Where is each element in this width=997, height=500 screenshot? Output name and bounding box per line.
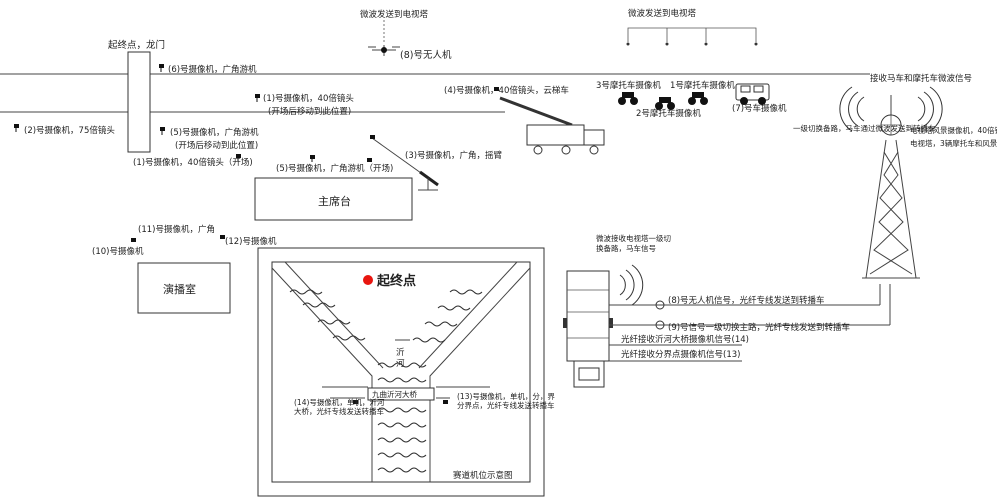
motorcycle-icon — [688, 92, 708, 105]
tower-note: 电视塔，3辆摩托车和风景机位做一级切换 — [910, 138, 997, 148]
camera-10-label: (10)号摄像机 — [92, 246, 144, 257]
camera-1-opening-label: (1)号摄像机，40倍镜头（开场) — [133, 157, 253, 168]
moto-3-label: 3号摩托车摄像机 — [596, 80, 661, 91]
camera-icon — [443, 400, 448, 404]
river-label: 沂 — [396, 347, 405, 358]
camera-1-moved-note: (开场后移动到此位置) — [268, 106, 351, 117]
camera-5-moved-note: (开场后移动到此位置) — [175, 140, 258, 151]
river-label-2: 河 — [396, 358, 405, 369]
camera-icon — [236, 154, 241, 161]
ladder-truck-icon — [499, 96, 605, 155]
moto-1-label: 1号摩托车摄像机 — [670, 80, 735, 91]
tower-camera-label: 电视塔风景摄像机，40倍镜头 — [910, 125, 997, 135]
grandstand-box — [254, 177, 413, 221]
camera-icon — [14, 124, 19, 132]
camera-icon — [131, 238, 136, 242]
camera-icon — [255, 94, 260, 102]
camera-6-label: (6)号摄像机，广角游机 — [168, 64, 257, 75]
crane-icon — [370, 135, 439, 191]
tv-tower-icon — [862, 95, 920, 279]
drone-icon — [368, 45, 400, 56]
start-finish-label: 起终点 — [376, 273, 416, 289]
signal-8-label: (8)号无人机信号，光纤专线发送到转播车 — [668, 295, 825, 306]
broadcast-truck-icon — [563, 270, 613, 388]
camera-icon — [220, 235, 225, 239]
camera-icon — [367, 158, 372, 162]
start-finish-gate — [127, 51, 151, 153]
tower-receive-label: 接收马车和摩托车微波信号 — [870, 73, 972, 84]
camera-4-label: (4)号摄像机，40倍镜头，云梯车 — [444, 85, 569, 96]
camera-3-label: (3)号摄像机，广角，摇臂 — [405, 150, 503, 161]
camera-icon — [494, 87, 499, 91]
bridge-label: 九曲沂河大桥 — [372, 389, 417, 399]
start-finish-dot — [363, 275, 373, 285]
start-finish-gate-label: 起终点，龙门 — [108, 39, 165, 51]
camera-icon — [310, 155, 315, 162]
camera-14-label-1: (14)号摄像机，单机，沂河 — [294, 397, 385, 407]
moto-microwave-label: 微波发送到电视塔 — [628, 8, 697, 19]
camera-5-opening-label: (5)号摄像机，广角游机（开场) — [276, 163, 393, 174]
moto-link-bracket — [627, 27, 757, 42]
studio-box — [137, 262, 231, 314]
wave-icon — [856, 96, 865, 122]
camera-13-label-1: (13)号摄像机，单机，分，界 — [457, 391, 555, 401]
studio-label: 演播室 — [163, 282, 196, 296]
camera-icon — [160, 127, 165, 135]
map-caption: 赛道机位示意图 — [453, 470, 513, 481]
car-icon — [735, 83, 770, 105]
camera-13-label-2: 分界点，光纤专线发送转播车 — [457, 400, 555, 410]
motorcycle-icon — [655, 97, 675, 110]
camera-11-label: (11)号摄像机，广角 — [138, 224, 215, 235]
camera-14-label-2: 大桥，光纤专线发送转播车 — [294, 406, 384, 416]
river-course — [271, 261, 531, 482]
camera-icon — [159, 64, 164, 72]
camera-5-moved-label: (5)号摄像机，广角游机 — [170, 127, 259, 138]
course-map-inner — [271, 261, 531, 483]
camera-7-label: (7)号车摄像机 — [732, 103, 787, 114]
signal-9-label: (9)号信号一级切换主路，光纤专线发送到转播车 — [668, 322, 850, 333]
fiber-signal-9 — [609, 284, 891, 330]
motorcycle-icon — [618, 92, 638, 105]
camera-1-moved-label: (1)号摄像机，40倍镜头 — [263, 93, 354, 104]
tower-switch-note-1: 一级切换备路，马车通过微波发送到转播车 — [793, 123, 936, 133]
bridge-box — [367, 387, 435, 401]
truck-receive-label-1: 微波接收电视塔一级切 — [596, 233, 671, 243]
signal-13-label: 光纤接收分界点摄像机信号(13) — [621, 349, 740, 360]
grandstand-label: 主席台 — [318, 194, 351, 208]
fiber-signal-8 — [609, 284, 881, 310]
camera-icon — [353, 400, 358, 404]
camera-12-label: (12)号摄像机 — [225, 236, 277, 247]
moto-2-label: 2号摩托车摄像机 — [636, 108, 701, 119]
signal-14-label: 光纤接收沂河大桥摄像机信号(14) — [621, 334, 749, 345]
camera-2-label: (2)号摄像机，75倍镜头 — [24, 125, 115, 136]
drone-microwave-label: 微波发送到电视塔 — [360, 9, 429, 20]
wave-icon — [619, 274, 626, 296]
camera-8-label: (8)号无人机 — [400, 49, 452, 61]
truck-receive-label-2: 换备路，马车信号 — [596, 243, 656, 253]
